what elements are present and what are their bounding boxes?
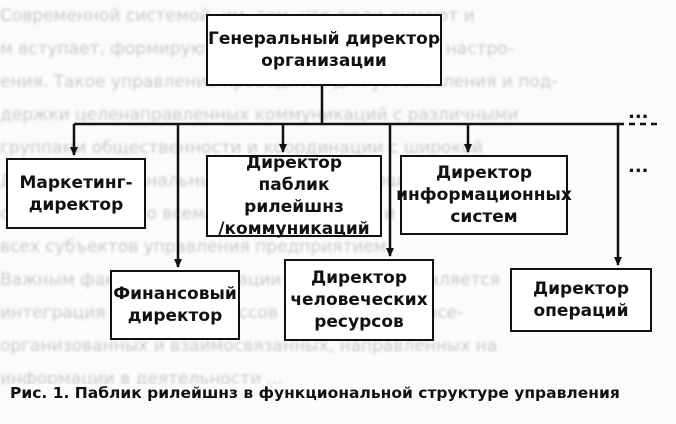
node-hr-director: Директор человеческих ресурсов	[284, 259, 434, 341]
ellipsis-mid: ...	[628, 156, 649, 177]
node-pr-director: Директор паблик рилейшнз /коммуникаций	[206, 153, 382, 239]
node-general-director: Генеральный директор организации	[206, 14, 442, 86]
node-marketing-director: Маркетинг- директор	[6, 158, 146, 229]
node-finance-director: Финансовый директор	[110, 270, 240, 340]
node-operations-director: Директор операций	[510, 268, 652, 332]
node-it-director: Директор информационных систем	[396, 155, 572, 235]
ellipsis-top: ...	[628, 102, 649, 123]
figure-caption: Рис. 1. Паблик рилейшнз в функциональной…	[10, 384, 670, 402]
